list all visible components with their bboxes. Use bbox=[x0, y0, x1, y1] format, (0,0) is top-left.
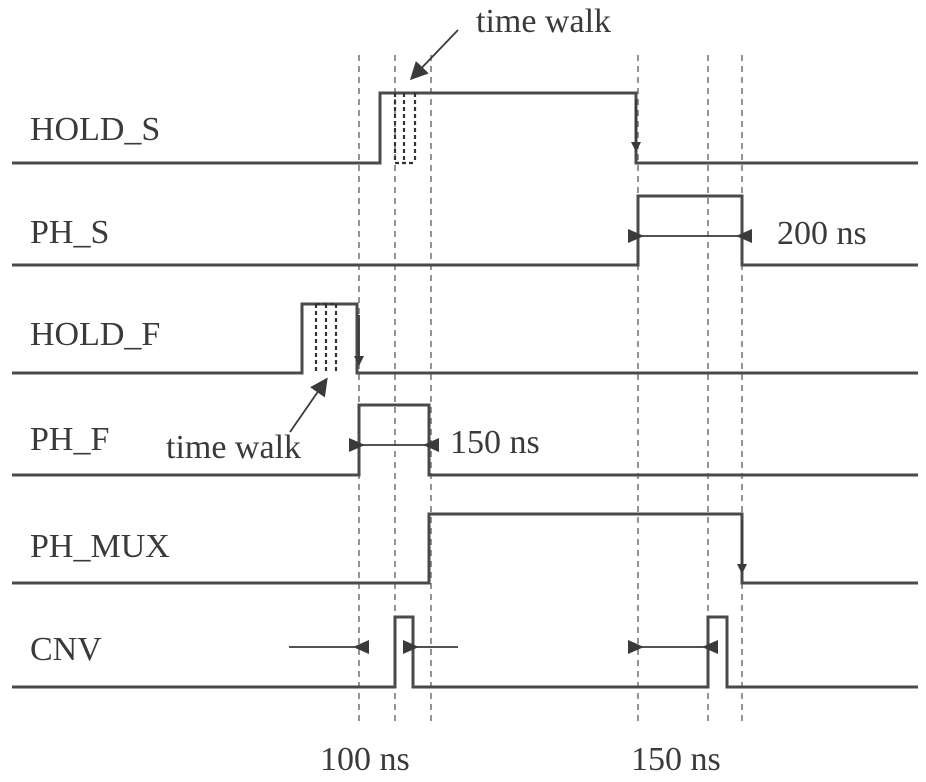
time-walk-pointer-bottom bbox=[289, 377, 328, 433]
signal-label-hold-s: HOLD_S bbox=[30, 111, 160, 148]
time-walk-marks-hold-s bbox=[393, 93, 417, 165]
cnv-delay-label-1: 100 ns bbox=[320, 741, 410, 778]
signal-label-ph-s: PH_S bbox=[30, 214, 109, 251]
time-walk-marks-hold-f bbox=[314, 302, 338, 373]
time-walk-label-top: time walk bbox=[476, 3, 611, 40]
waveform-hold-f bbox=[12, 302, 918, 375]
waveform-ph-f bbox=[12, 403, 918, 477]
signal-label-hold-f: HOLD_F bbox=[30, 316, 160, 353]
ph-f-width-label: 150 ns bbox=[450, 424, 540, 461]
cnv-delay-label-2: 150 ns bbox=[631, 741, 721, 778]
signal-label-ph-mux: PH_MUX bbox=[30, 528, 170, 565]
guide-lines bbox=[358, 55, 743, 722]
waveform-ph-mux bbox=[12, 512, 918, 585]
time-walk-label-bottom: time walk bbox=[166, 429, 301, 466]
waveform-ph-s bbox=[12, 194, 918, 267]
signal-label-ph-f: PH_F bbox=[30, 421, 109, 458]
signal-label-cnv: CNV bbox=[30, 631, 102, 668]
waveform-hold-s bbox=[12, 91, 918, 165]
time-walk-pointer-top bbox=[409, 29, 459, 81]
waveform-cnv bbox=[12, 615, 918, 689]
ph-s-width-label: 200 ns bbox=[777, 215, 867, 252]
